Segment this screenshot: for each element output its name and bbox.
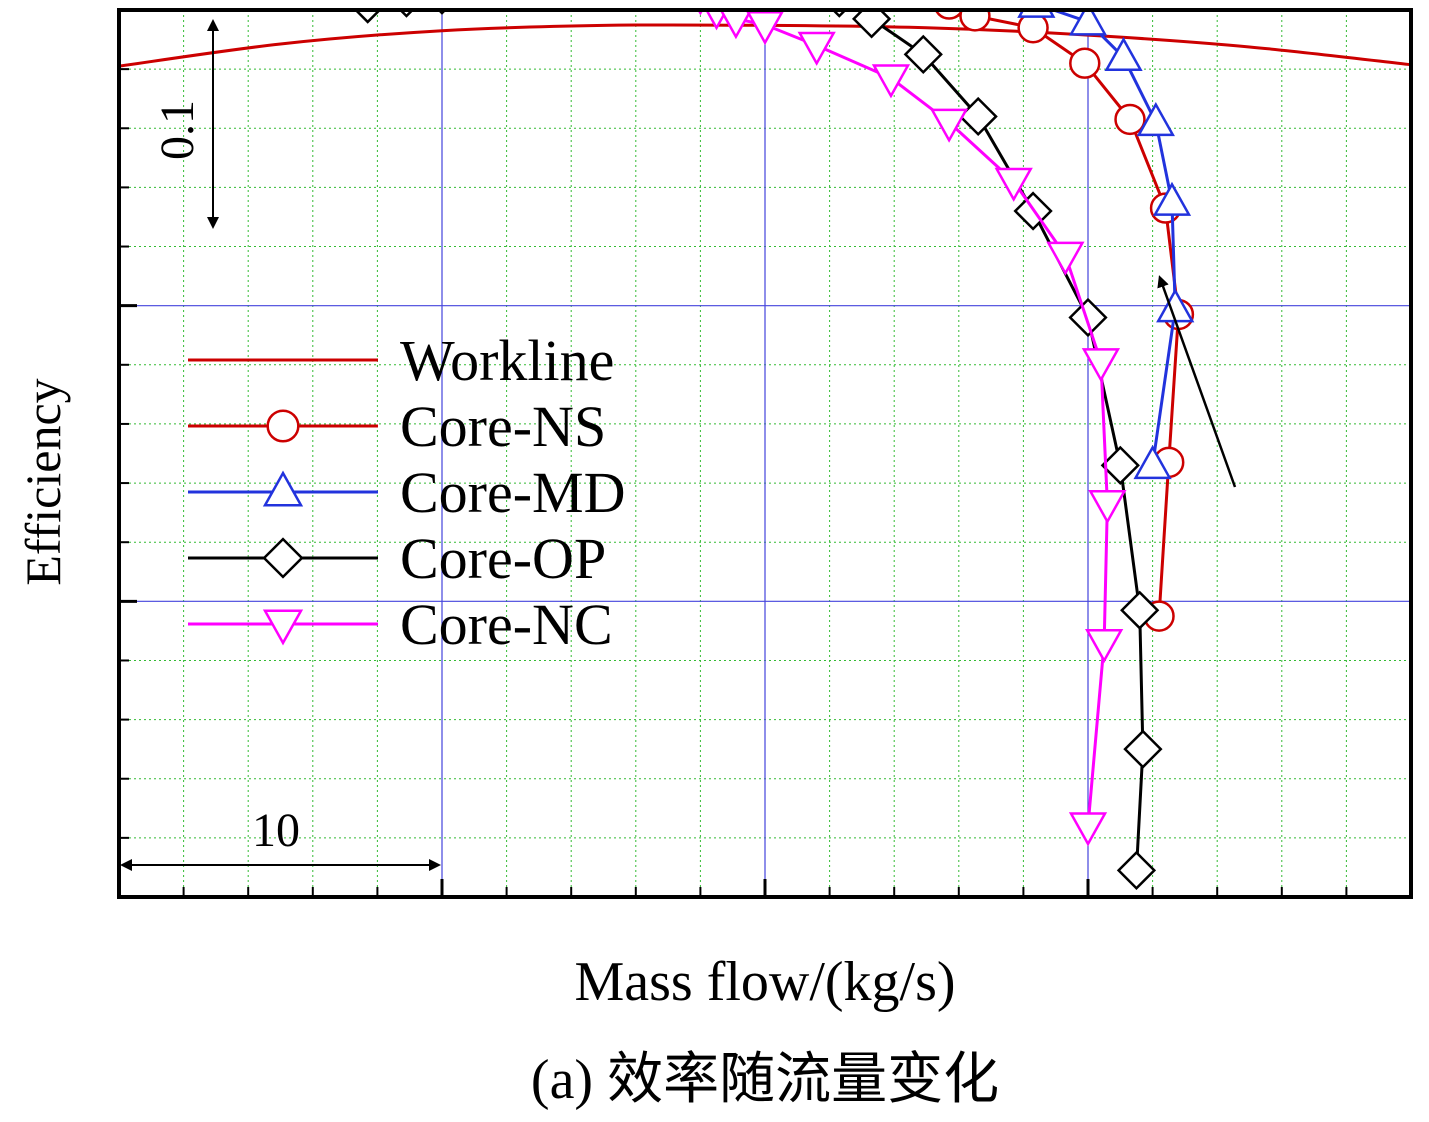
data-point-core-op	[851, 10, 892, 39]
legend-item-core-md: Core-MD	[188, 460, 626, 525]
data-point-core-nc	[929, 108, 969, 143]
plot-frame	[117, 8, 1413, 899]
y-axis-label: Efficiency	[15, 378, 71, 585]
data-point-core-op	[903, 34, 943, 74]
data-point-core-op	[660, 0, 696, 7]
data-point-core-nc	[1068, 812, 1108, 847]
data-point-core-op	[1123, 729, 1163, 769]
data-point-core-op	[725, 0, 761, 7]
legend-label-workline: Workline	[400, 328, 614, 393]
data-point-core-nc	[871, 64, 911, 99]
legend-item-workline: Workline	[188, 328, 614, 393]
series-core-op	[354, 0, 1163, 891]
data-point-core-md	[1136, 101, 1175, 137]
legend-label-core-nc: Core-NC	[400, 592, 613, 657]
legend-marker-core-md	[262, 470, 304, 507]
scale-bar-y: 0.1	[151, 19, 219, 229]
data-point-core-nc	[1046, 241, 1085, 276]
scale-bar-y-label: 0.1	[151, 100, 204, 160]
legend-label-core-md: Core-MD	[400, 460, 626, 525]
data-point-core-ns	[1114, 103, 1146, 136]
figure-caption: (a) 效率随流量变化	[531, 1049, 999, 1111]
legend-marker-core-ns	[266, 409, 300, 443]
data-point-core-md	[1133, 444, 1172, 480]
data-point-core-op	[354, 10, 382, 24]
series-core-md	[964, 0, 1195, 480]
data-point-core-op	[573, 0, 609, 7]
major-grid	[119, 10, 1411, 897]
data-point-core-nc	[1085, 628, 1124, 664]
data-point-core-nc	[1088, 490, 1127, 525]
data-point-core-nc	[797, 31, 836, 66]
data-point-core-op	[1100, 445, 1140, 485]
legend-marker-core-op	[262, 537, 304, 579]
series-line-core-op	[854, 10, 1145, 871]
data-point-core-nc	[745, 11, 785, 46]
data-point-core-op	[779, 0, 815, 7]
data-point-core-md	[1152, 181, 1192, 216]
data-point-core-md	[1068, 10, 1108, 36]
series-line-core-nc	[714, 10, 1109, 827]
data-point-core-ns	[934, 10, 964, 20]
data-point-core-md	[1104, 36, 1143, 72]
data-point-core-ns	[959, 10, 991, 32]
trend-arrow	[1157, 275, 1237, 488]
series-core-nc	[697, 10, 1127, 847]
scale-bar-x: 10	[120, 804, 441, 871]
data-point-core-md	[964, 0, 998, 5]
data-point-core-op	[1068, 297, 1108, 338]
legend-label-core-ns: Core-NS	[400, 394, 606, 459]
x-axis-label: Mass flow/(kg/s)	[574, 951, 955, 1013]
data-point-core-nc	[719, 10, 753, 40]
scale-bar-x-label: 10	[252, 804, 300, 857]
legend-label-core-op: Core-OP	[400, 526, 606, 591]
data-point-core-ns	[721, 0, 750, 1]
data-point-core-nc	[994, 167, 1033, 202]
data-point-core-nc	[1081, 348, 1121, 383]
legend-item-core-nc: Core-NC	[188, 592, 613, 657]
legend-marker-core-nc	[262, 609, 304, 646]
data-point-core-op	[1116, 850, 1157, 891]
legend-item-core-ns: Core-NS	[188, 394, 606, 459]
legend-item-core-op: Core-OP	[188, 526, 606, 591]
data-point-core-op	[1120, 590, 1160, 630]
data-point-core-ns	[1069, 47, 1101, 79]
